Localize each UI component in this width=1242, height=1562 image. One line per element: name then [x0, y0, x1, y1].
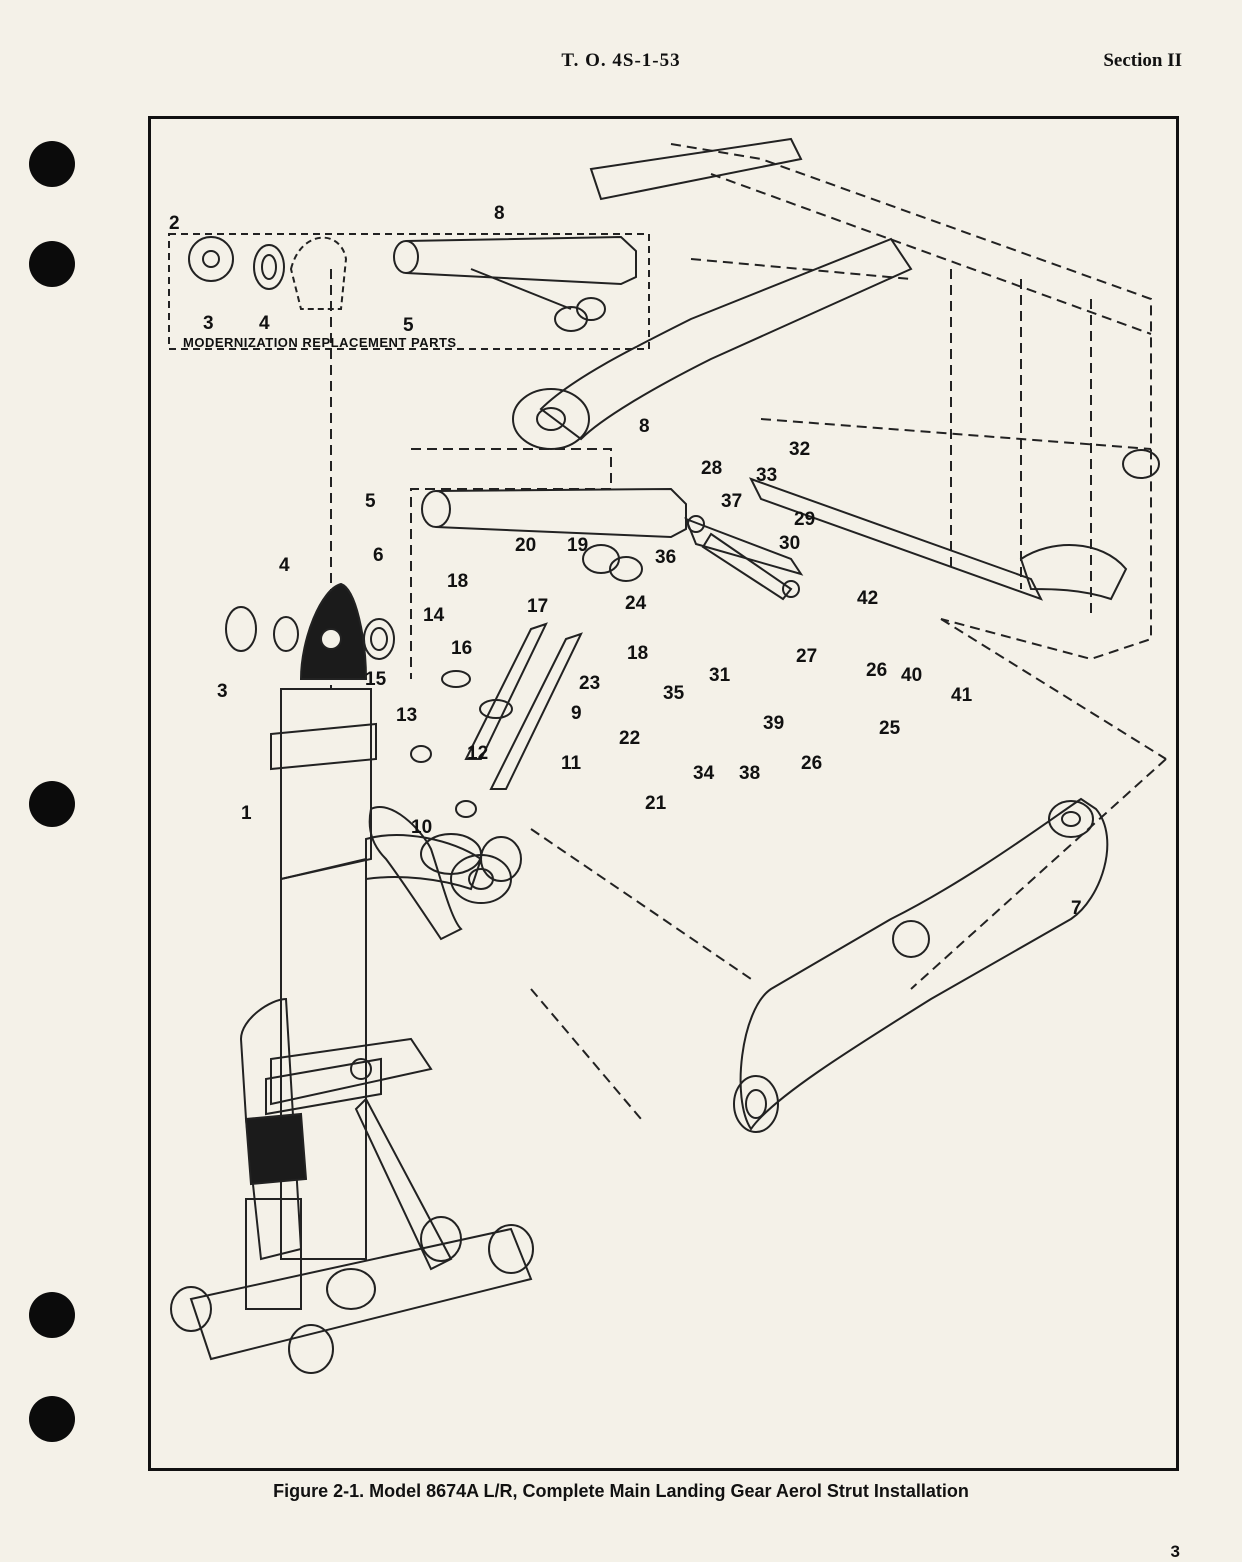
callout-label: 29 [794, 509, 815, 530]
callout-label: 4 [279, 555, 290, 576]
callout-label: 36 [655, 547, 676, 568]
callout-label: 12 [467, 743, 488, 764]
binder-hole-icon [29, 141, 75, 187]
callout-label: 24 [625, 593, 647, 614]
inset-label: MODERNIZATION REPLACEMENT PARTS [183, 335, 457, 350]
callout-label: 6 [373, 545, 384, 566]
callout-label: 35 [663, 683, 685, 704]
callout-label: 8 [639, 416, 650, 437]
callout-label: 21 [645, 793, 667, 814]
torque-links [684, 515, 804, 601]
callout-label: 42 [857, 588, 878, 609]
callout-label: 39 [763, 713, 784, 734]
callout-label: 1 [241, 803, 252, 824]
callout-label: 13 [396, 705, 417, 726]
callout-label: 5 [365, 491, 376, 512]
callout-label: 27 [796, 646, 817, 667]
binder-hole-icon [29, 1396, 75, 1442]
part-8 [421, 487, 687, 582]
callout-label: 17 [527, 596, 548, 617]
main-strut [239, 688, 382, 1310]
callouts: 2 3 4 5 8 8 5 6 4 3 1 14 15 16 13 18 17 … [169, 203, 1082, 919]
callout-label: 11 [561, 753, 582, 774]
callout-label: 3 [217, 681, 228, 702]
callout-label: 14 [423, 605, 445, 626]
callout-label: 18 [627, 643, 648, 664]
callout-label: 33 [756, 465, 777, 486]
callout-label: 20 [515, 535, 536, 556]
callout-label: 40 [901, 665, 922, 686]
callout-label: 19 [567, 535, 588, 556]
exploded-view-illustration: MODERNIZATION REPLACEMENT PARTS 2 3 4 5 … [168, 137, 1167, 1374]
header-section: Section II [1103, 50, 1182, 71]
callout-label: 23 [579, 673, 600, 694]
axle-bogie [170, 1216, 534, 1374]
callout-label: 2 [169, 213, 180, 234]
torque-arm [270, 1037, 453, 1271]
callout-label: 7 [1071, 898, 1082, 919]
callout-label: 18 [447, 571, 468, 592]
callout-label: 26 [801, 753, 822, 774]
part-7-cylinder [733, 797, 1109, 1133]
figure-frame: MODERNIZATION REPLACEMENT PARTS 2 3 4 5 … [148, 116, 1179, 1471]
callout-label: 5 [403, 315, 414, 336]
binder-hole-icon [29, 241, 75, 287]
callout-label: 16 [451, 638, 472, 659]
lower-elbow [368, 806, 522, 941]
callout-label: 34 [693, 763, 715, 784]
callout-label: 15 [365, 669, 387, 690]
callout-label: 25 [879, 718, 901, 739]
binder-hole-icon [29, 1292, 75, 1338]
callout-label: 22 [619, 728, 640, 749]
binder-hole-icon [29, 781, 75, 827]
callout-label: 38 [739, 763, 760, 784]
trunnion-beam [512, 137, 1160, 601]
callout-label: 31 [709, 665, 731, 686]
header-doc-number: T. O. 4S-1-53 [561, 50, 681, 71]
inset-part-8 [393, 235, 637, 332]
callout-label: 4 [259, 313, 270, 334]
callout-label: 41 [951, 685, 973, 706]
callout-label: 37 [721, 491, 742, 512]
callout-label: 26 [866, 660, 887, 681]
page-number: 3 [1170, 1542, 1180, 1561]
inset-box [168, 233, 650, 350]
callout-label: 3 [203, 313, 214, 334]
callout-label: 10 [411, 817, 432, 838]
strut-head [299, 582, 368, 680]
callout-label: 30 [779, 533, 800, 554]
airframe-outline [330, 143, 1167, 1120]
figure-caption: Figure 2-1. Model 8674A L/R, Complete Ma… [273, 1481, 969, 1501]
callout-label: 28 [701, 458, 722, 479]
side-brace [365, 834, 512, 904]
callout-label: 9 [571, 703, 582, 724]
callout-label: 8 [494, 203, 505, 224]
drag-braces [410, 622, 583, 818]
callout-label: 32 [789, 439, 810, 460]
